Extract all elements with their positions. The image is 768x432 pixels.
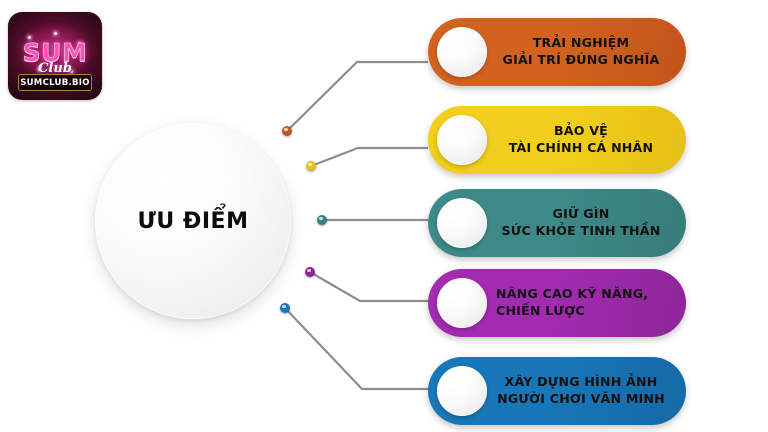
node-dot-1[interactable] bbox=[282, 126, 292, 136]
benefit-pill-2[interactable]: BẢO VỆ TÀI CHÍNH CÁ NHÂN bbox=[428, 106, 686, 174]
logo-domain-text: SUMCLUB.BIO bbox=[20, 77, 90, 88]
pill-icon-circle bbox=[437, 366, 487, 416]
brand-logo[interactable]: SUM Club SUMCLUB.BIO bbox=[8, 12, 102, 100]
benefit-line-2: GIẢI TRÍ ĐÚNG NGHĨA bbox=[502, 52, 660, 67]
benefit-line-2: SỨC KHỎE TINH THẦN bbox=[501, 223, 661, 238]
connector-path-1 bbox=[286, 60, 428, 132]
benefit-line-1: XÂY DỰNG HÌNH ẢNH bbox=[504, 374, 658, 390]
connector-path-5 bbox=[284, 307, 428, 391]
sparkle-icon bbox=[28, 36, 31, 39]
node-dot-4[interactable] bbox=[305, 267, 315, 277]
benefit-line-1: BẢO VỆ bbox=[554, 123, 608, 139]
benefit-pill-1[interactable]: TRẢI NGHIỆM GIẢI TRÍ ĐÚNG NGHĨA bbox=[428, 18, 686, 86]
logo-domain-bar: SUMCLUB.BIO bbox=[18, 74, 92, 91]
logo-title-script: Club bbox=[38, 61, 72, 76]
benefit-pill-1-text: TRẢI NGHIỆM GIẢI TRÍ ĐÚNG NGHĨA bbox=[490, 35, 672, 68]
center-hub-label: ƯU ĐIỂM bbox=[137, 208, 249, 234]
pill-icon-circle bbox=[437, 198, 487, 248]
node-dot-5[interactable] bbox=[280, 303, 290, 313]
benefit-pill-3-text: GIỮ GÌN SỨC KHỎE TINH THẦN bbox=[490, 206, 672, 239]
benefit-line-2: TÀI CHÍNH CÁ NHÂN bbox=[508, 140, 654, 155]
benefit-line-1: TRẢI NGHIỆM bbox=[532, 35, 630, 51]
pill-icon-circle bbox=[437, 115, 487, 165]
benefit-pill-5-text: XÂY DỰNG HÌNH ẢNH NGƯỜI CHƠI VĂN MINH bbox=[490, 374, 672, 407]
benefit-line-1: GIỮ GÌN bbox=[552, 206, 610, 222]
node-dot-2[interactable] bbox=[306, 161, 316, 171]
connector-path-4 bbox=[309, 271, 428, 303]
benefit-line-2: NGƯỜI CHƠI VĂN MINH bbox=[497, 391, 665, 406]
logo-title-main: SUM bbox=[22, 38, 88, 68]
benefit-pill-2-text: BẢO VỆ TÀI CHÍNH CÁ NHÂN bbox=[490, 123, 672, 156]
sparkle-icon bbox=[54, 32, 57, 35]
benefit-line-1: NÂNG CAO KỸ NĂNG, bbox=[496, 286, 649, 302]
benefit-pill-4-text: NÂNG CAO KỸ NĂNG, CHIẾN LƯỢC bbox=[496, 286, 672, 319]
benefit-pill-5[interactable]: XÂY DỰNG HÌNH ẢNH NGƯỜI CHƠI VĂN MINH bbox=[428, 357, 686, 425]
sparkle-icon bbox=[78, 42, 81, 45]
node-dot-3[interactable] bbox=[317, 215, 327, 225]
pill-icon-circle bbox=[437, 27, 487, 77]
benefit-pill-4[interactable]: NÂNG CAO KỸ NĂNG, CHIẾN LƯỢC bbox=[428, 269, 686, 337]
center-hub[interactable]: ƯU ĐIỂM bbox=[95, 123, 291, 319]
benefit-pill-3[interactable]: GIỮ GÌN SỨC KHỎE TINH THẦN bbox=[428, 189, 686, 257]
connector-path-2 bbox=[310, 146, 428, 168]
sparkle-icon bbox=[70, 70, 73, 73]
pill-icon-circle bbox=[437, 278, 487, 328]
sparkle-icon bbox=[38, 68, 41, 71]
benefit-line-2: CHIẾN LƯỢC bbox=[496, 303, 585, 318]
